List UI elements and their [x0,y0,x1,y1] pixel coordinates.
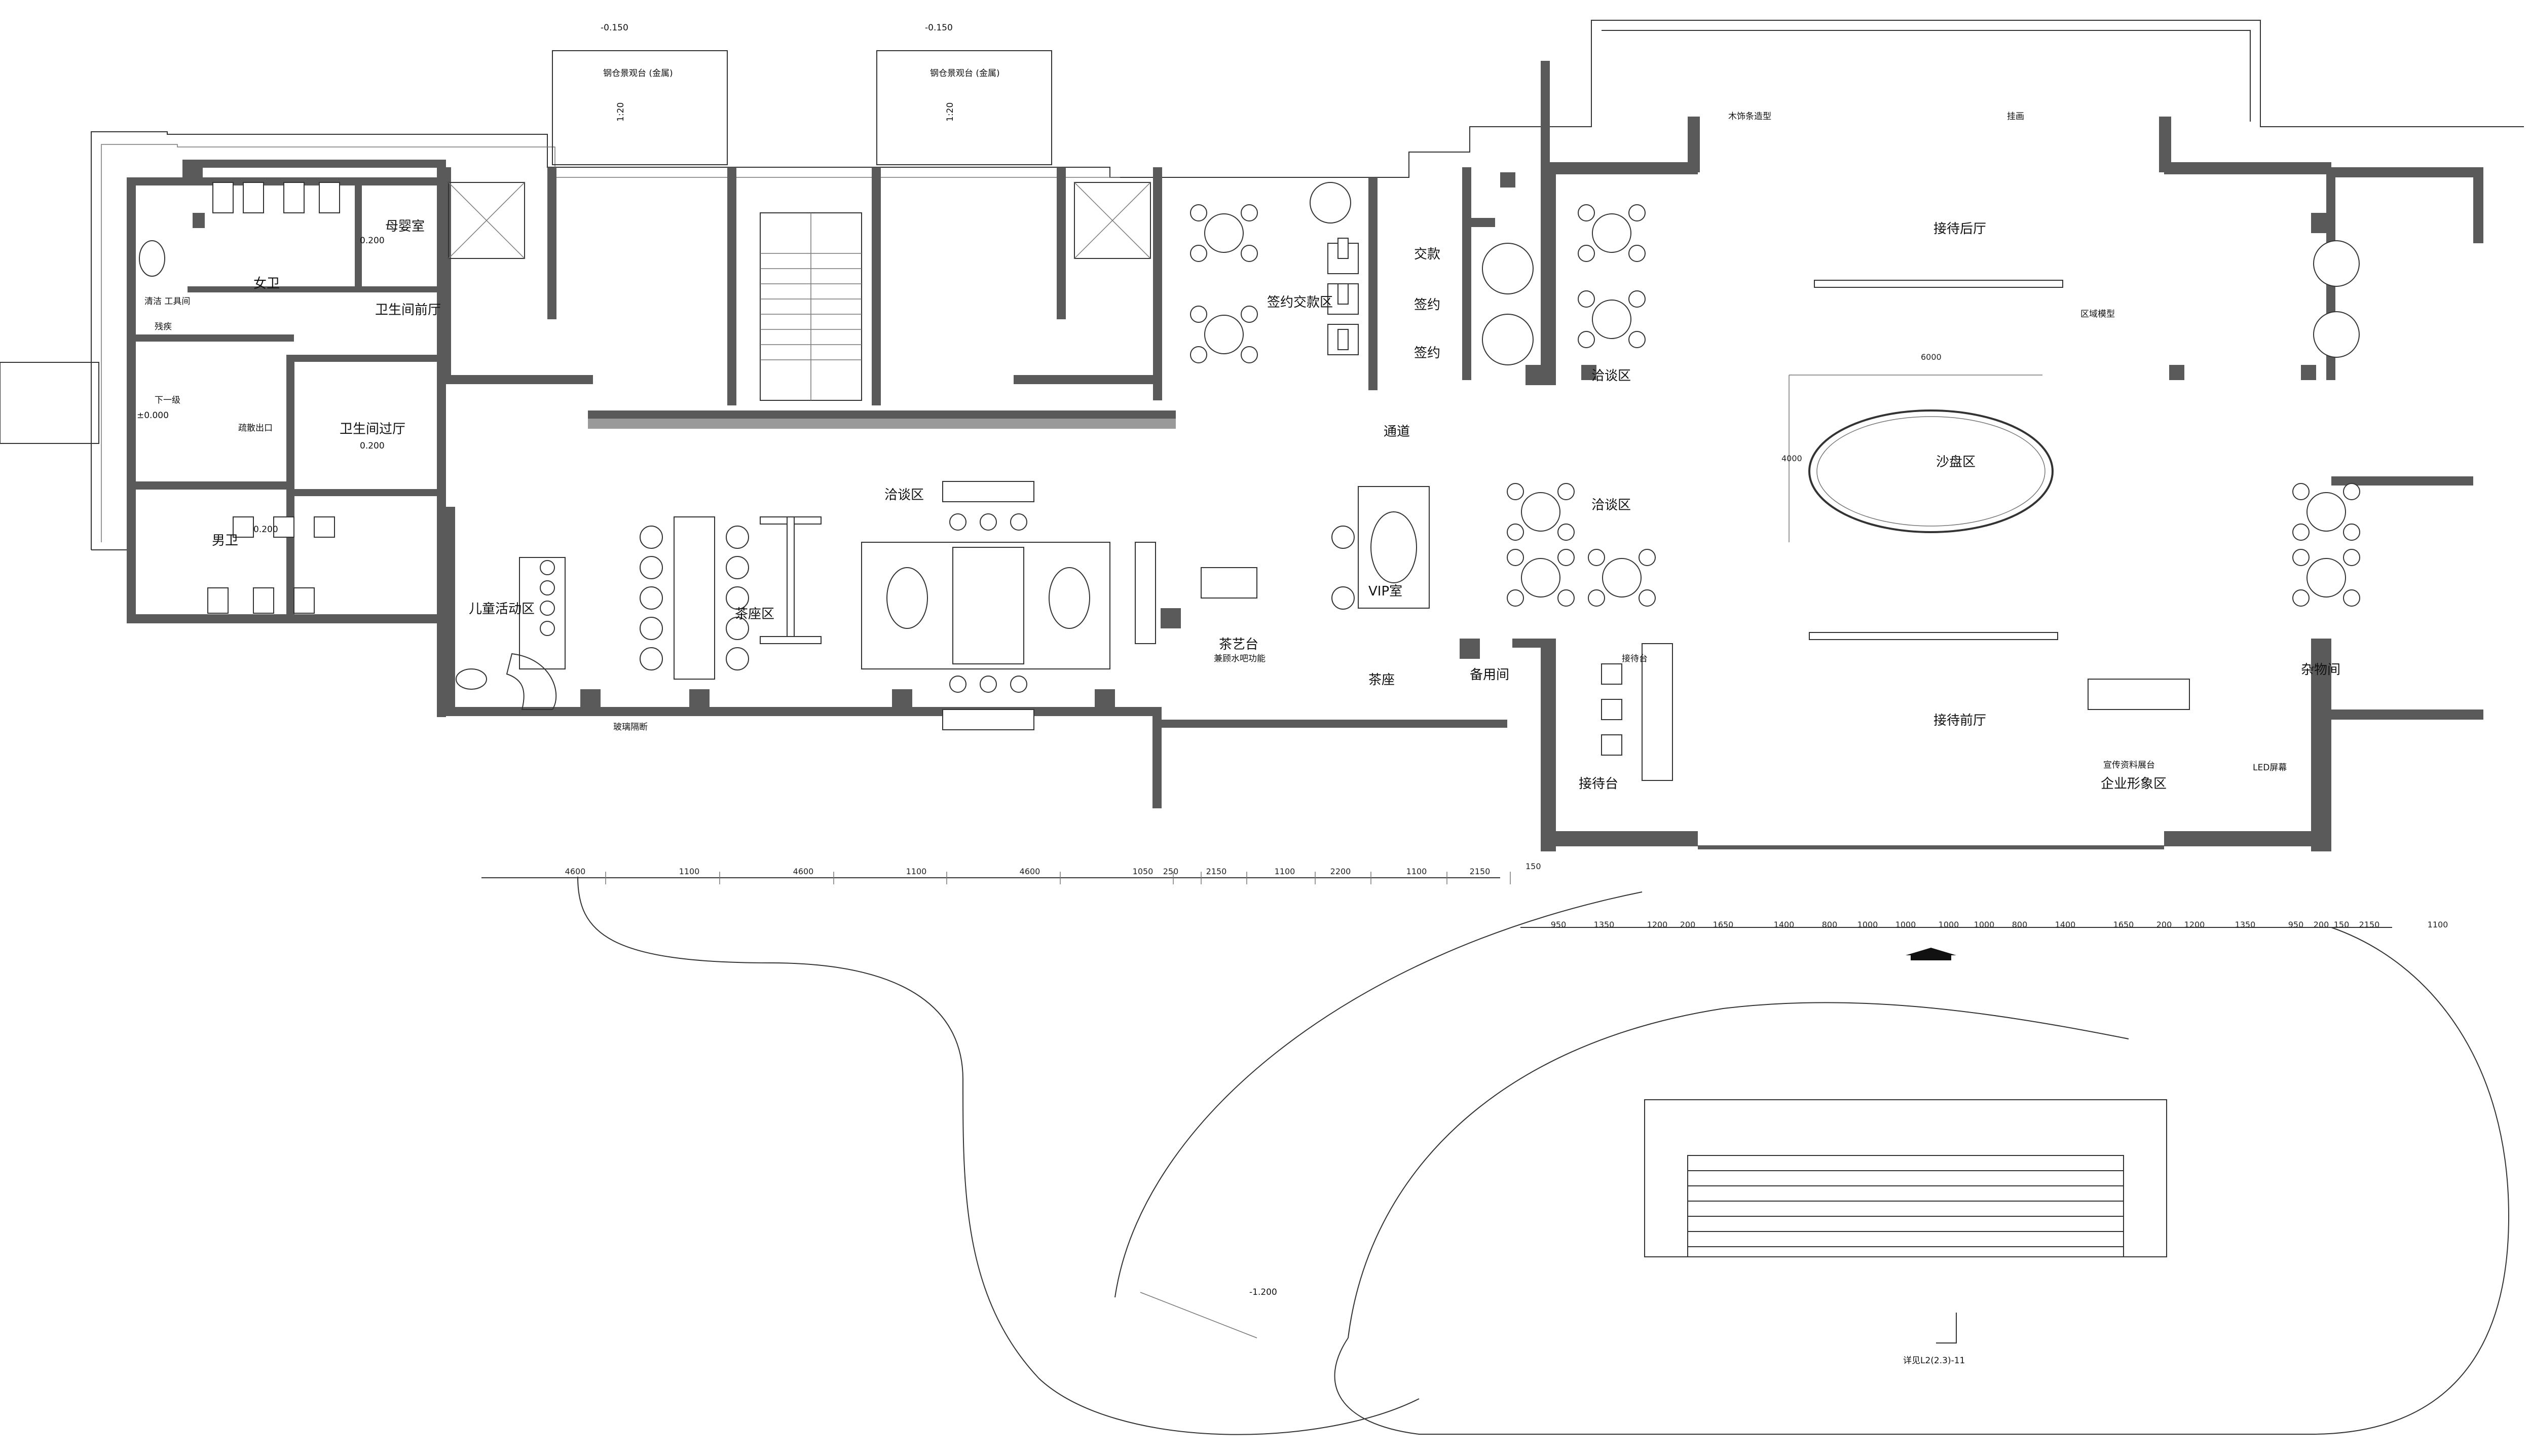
room-label-accessible: 残疾 [155,322,172,332]
room-label-wood-deco: 木饰条造型 [1728,111,1771,122]
dimension-right-10: 1000 [1974,920,1995,929]
room-labels: 女卫母婴室卫生间前厅卫生间过厅男卫儿童活动区洽谈区茶座区签约交款区交款签约签约通… [137,23,2340,1366]
level-wc-lobby: 0.200 [360,441,385,451]
dimension-right-12: 1400 [2055,920,2076,929]
room-label-brochure: 宣传资料展台 [2103,760,2155,770]
dimension-left-1: 1100 [679,867,700,876]
room-label-pay: 交款 [1414,247,1440,262]
room-label-sign-2: 签约 [1414,346,1440,361]
dimension-right-7: 1000 [1857,920,1878,929]
dimension-right-15: 1200 [2184,920,2205,929]
dimension-right-3: 200 [1680,920,1696,929]
level-mother-room: 0.200 [360,236,385,246]
dimension-right-0: 950 [1551,920,1567,929]
dimension-right-13: 1650 [2113,920,2134,929]
dimension-right-4: 1650 [1713,920,1734,929]
scale-label-left: 1:20 [616,102,626,122]
room-label-evacuation-exit: 疏散出口 [238,423,273,433]
room-label-tea-seat: 茶座区 [735,607,774,622]
room-label-men-wc: 男卫 [212,533,238,548]
room-label-sand-table: 沙盘区 [1936,455,1976,470]
dimension-right-19: 150 [2334,920,2350,929]
room-label-glass-rail: 玻璃隔断 [613,722,648,732]
stair-note-left: 钢仓景观台 (金属) [603,68,673,79]
furniture [139,182,2360,1257]
room-label-wc-front: 卫生间前厅 [375,303,441,318]
level-top-left: -0.150 [601,23,628,33]
dimension-left-11: 2150 [1470,867,1491,876]
room-label-reception-back: 接待后厅 [1933,221,1986,237]
room-label-tea-seat-2: 茶座 [1368,673,1395,688]
room-label-spare: 备用间 [1470,667,1509,683]
dimension-right-21: 1100 [2428,920,2448,929]
room-label-led: LED屏幕 [2253,763,2287,773]
dimension-left-9: 2200 [1330,867,1351,876]
room-label-area-model: 区域模型 [2080,309,2115,319]
room-label-children: 儿童活动区 [469,602,535,617]
reference-note: 详见L2(2.3)-11 [1903,1356,1965,1366]
dimension-left-2: 4600 [793,867,814,876]
room-label-negotiation-left: 洽谈区 [884,488,924,503]
room-label-tea-art-sub: 兼顾水吧功能 [1214,654,1266,664]
room-label-reception-desk: 接待台 [1579,776,1618,792]
room-label-sign-1: 签约 [1414,297,1440,313]
room-label-corporate-image: 企业形象区 [2101,776,2167,792]
dimension-right-6: 800 [1822,920,1838,929]
dimension-right-8: 1000 [1895,920,1916,929]
dimension-right-1: 1350 [1594,920,1615,929]
dimension-right-20: 2150 [2359,920,2380,929]
dimension-left-7: 2150 [1206,867,1227,876]
room-label-negotiation-right-1: 洽谈区 [1591,368,1631,384]
room-label-negotiation-right-2: 洽谈区 [1591,498,1631,513]
room-label-vip: VIP室 [1368,584,1402,599]
dimension-sand-height: 4000 [1781,454,1802,463]
entrance-arrow-icon [1906,948,1956,955]
dimension-right-14: 200 [2156,920,2172,929]
dimension-right-16: 1350 [2235,920,2256,929]
room-label-cleaning: 清洁 工具间 [144,296,190,307]
dimension-sand-width: 6000 [1921,352,1942,362]
dimension-left-0: 4600 [565,867,586,876]
dimension-right-2: 1200 [1647,920,1668,929]
room-label-corridor: 通道 [1384,424,1410,439]
level-men-wc: 0.200 [253,525,278,535]
room-label-wc-lobby: 卫生间过厅 [340,422,405,437]
level-top-right: -0.150 [925,23,953,33]
room-label-reception-desk-2: 接待台 [1622,654,1648,664]
dimension-left-4: 4600 [1020,867,1040,876]
scale-label-right: 1:20 [945,102,955,122]
dimension-left-10: 1100 [1406,867,1427,876]
dimension-left-3: 1100 [906,867,927,876]
stair-note-right: 钢仓景观台 (金属) [930,68,1000,79]
room-label-storage: 杂物间 [2301,662,2340,678]
room-label-down-step: 下一级 [155,395,180,405]
dimension-right-9: 1000 [1939,920,1959,929]
room-label-reception-front: 接待前厅 [1933,713,1986,728]
dimension-right-11: 800 [2012,920,2028,929]
dimension-extra: 150 [1526,862,1541,871]
dimension-left-8: 1100 [1275,867,1295,876]
room-label-women-wc: 女卫 [253,276,280,291]
dimension-right-17: 950 [2288,920,2304,929]
dimension-right-18: 200 [2314,920,2329,929]
dimension-right-5: 1400 [1774,920,1795,929]
room-label-screen: 挂画 [2007,111,2024,122]
room-label-sign-exchange: 签约交款区 [1267,295,1333,310]
dimension-left-6: 250 [1163,867,1179,876]
stair-core [448,50,1151,401]
site-boundary [0,20,2524,1435]
dimension-left-5: 1050 [1133,867,1154,876]
room-label-tea-art: 茶艺台 [1219,637,1258,652]
dimension-labels: 4600 1100 4600 1100 4600 1050 250 2150 1100 2200 1… [565,867,2448,929]
level-ground: ±0.000 [137,410,169,421]
level-ramp: -1.200 [1249,1287,1277,1297]
room-label-mother-room: 母婴室 [385,219,425,234]
